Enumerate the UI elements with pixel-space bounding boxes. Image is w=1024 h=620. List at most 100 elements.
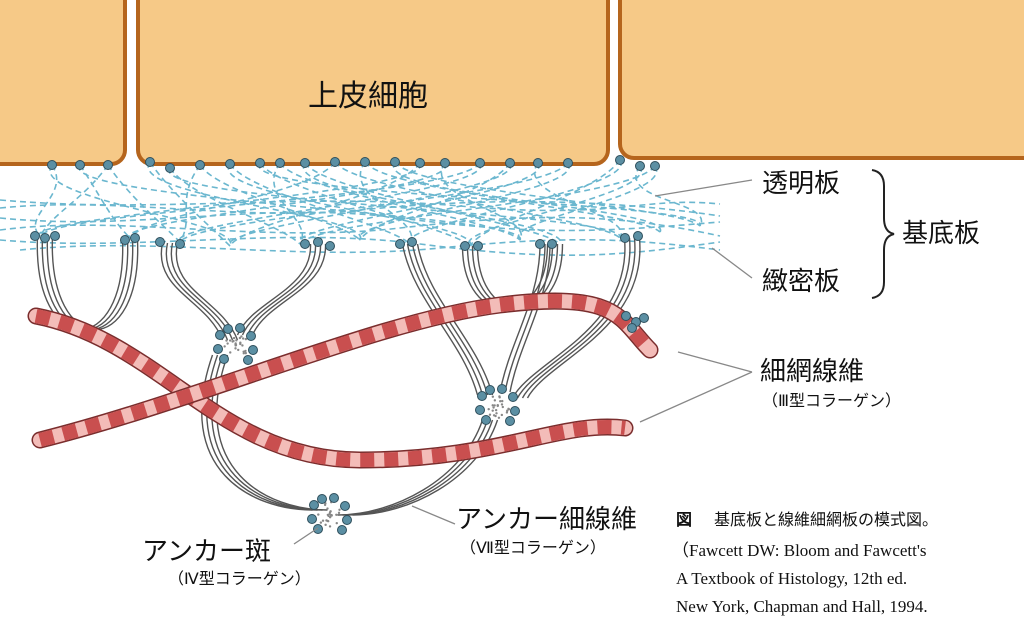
lamina-lucida-line	[636, 166, 702, 226]
plaque-dot	[318, 495, 327, 504]
cell-attachment-dot	[166, 164, 175, 173]
basal-lamina-label: 基底板	[902, 219, 980, 249]
cell-attachment-dot	[564, 159, 573, 168]
anchoring-plaque-c	[317, 501, 341, 528]
lamina-densa-label: 緻密板	[762, 267, 840, 297]
plaque-speck	[495, 409, 497, 411]
plaque-dot	[486, 386, 495, 395]
plaque-dot	[498, 385, 507, 394]
plaque-speck	[241, 344, 243, 346]
plaque-speck	[501, 414, 503, 416]
plaque-dot	[236, 324, 245, 333]
plaque-speck	[493, 404, 495, 406]
lamina-densa-dot	[396, 240, 405, 249]
plaque-speck	[498, 396, 500, 398]
plaque-speck	[229, 339, 231, 341]
plaque-speck	[235, 339, 237, 341]
leader-reticular-lower	[640, 372, 752, 422]
anchoring-plaque-type: （Ⅳ型コラーゲン）	[168, 569, 311, 588]
plaque-speck	[326, 507, 328, 509]
leader-lamina-lucida	[655, 180, 752, 196]
caption-line-3: New York, Chapman and Hall, 1994.	[676, 597, 928, 616]
plaque-speck	[234, 347, 236, 349]
plaque-speck	[225, 339, 227, 341]
plaque-speck	[492, 406, 494, 408]
cell-attachment-dot	[416, 159, 425, 168]
plaque-speck	[328, 513, 330, 515]
epithelial-cells: 上皮細胞	[0, 0, 1024, 164]
plaque-speck	[324, 504, 326, 506]
plaque-speck	[242, 337, 244, 339]
anchoring-plaque-b	[488, 395, 511, 419]
plaque-dot	[308, 515, 317, 524]
lamina-network	[0, 160, 720, 255]
cell-attachment-dot	[506, 159, 515, 168]
lamina-densa-dot	[51, 232, 60, 241]
plaque-speck	[229, 351, 231, 353]
reticular-fibers	[36, 301, 650, 460]
anchoring-plaque-label: アンカー斑	[142, 537, 271, 567]
reticular-fiber-upper-base	[40, 301, 650, 440]
lamina-densa-dot	[548, 240, 557, 249]
plaque-speck	[336, 522, 338, 524]
reticular-fiber-type: （Ⅲ型コラーゲン）	[762, 391, 901, 410]
plaque-dot	[224, 325, 233, 334]
plaque-speck	[498, 417, 500, 419]
leader-anchoring-plaque	[294, 528, 318, 544]
plaque-speck	[338, 512, 340, 514]
cell-attachment-dot	[104, 161, 113, 170]
plaque-speck	[492, 395, 494, 397]
leader-reticular-upper	[678, 352, 752, 372]
plaque-dot	[330, 494, 339, 503]
plaque-speck	[320, 521, 322, 523]
figure-caption: 図 基底板と線維細網板の模式図。 （Fawcett DW: Bloom and …	[672, 510, 938, 616]
epithelial-cell-right	[620, 0, 1024, 158]
plaque-speck	[239, 337, 241, 339]
epithelial-cell-label: 上皮細胞	[308, 79, 428, 114]
cell-attachment-dot	[616, 156, 625, 165]
plaque-dot	[214, 345, 223, 354]
plaque-dot	[310, 501, 319, 510]
plaque-speck	[506, 409, 508, 411]
reticular-fiber-label: 細網線維	[760, 357, 864, 387]
plaque-speck	[329, 525, 331, 527]
cell-attachment-dot	[256, 159, 265, 168]
plaque-speck	[324, 524, 326, 526]
lamina-densa-dot	[408, 238, 417, 247]
plaque-speck	[322, 520, 324, 522]
anchoring-fibril-strand	[243, 244, 316, 335]
anchoring-fibrils	[37, 236, 640, 515]
plaque-speck	[233, 337, 235, 339]
plaque-speck	[327, 520, 329, 522]
plaque-speck	[242, 350, 244, 352]
plaque-speck	[497, 405, 499, 407]
lamina-densa-dot	[474, 242, 483, 251]
plaque-speck	[495, 412, 497, 414]
caption-prefix: 図	[676, 510, 692, 529]
plaque-dot	[506, 417, 515, 426]
plaque-speck	[489, 414, 491, 416]
fibril-end-dot	[640, 314, 649, 323]
plaque-speck	[335, 514, 337, 516]
cell-attachment-dot	[391, 158, 400, 167]
reticular-fiber-lower-stripes	[36, 316, 625, 460]
plaque-dot	[216, 331, 225, 340]
plaque-speck	[501, 403, 503, 405]
cell-attachment-dot	[636, 162, 645, 171]
lamina-lucida-line	[129, 163, 446, 238]
epithelial-cell-left	[0, 0, 125, 164]
anchoring-fibril-label: アンカー細線維	[456, 505, 637, 535]
lamina-densa-dot	[461, 242, 470, 251]
plaque-speck	[499, 400, 501, 402]
cell-attachment-dot	[146, 158, 155, 167]
plaque-speck	[239, 341, 241, 343]
plaque-speck	[317, 513, 319, 515]
anchoring-fibril-strand	[166, 243, 227, 340]
anchoring-fibril-type: （Ⅶ型コラーゲン）	[460, 538, 606, 557]
plaque-speck	[494, 399, 496, 401]
lamina-densa-dot	[121, 236, 130, 245]
plaque-dot	[247, 332, 256, 341]
cell-attachment-dot	[476, 159, 485, 168]
lamina-densa-dot	[156, 238, 165, 247]
